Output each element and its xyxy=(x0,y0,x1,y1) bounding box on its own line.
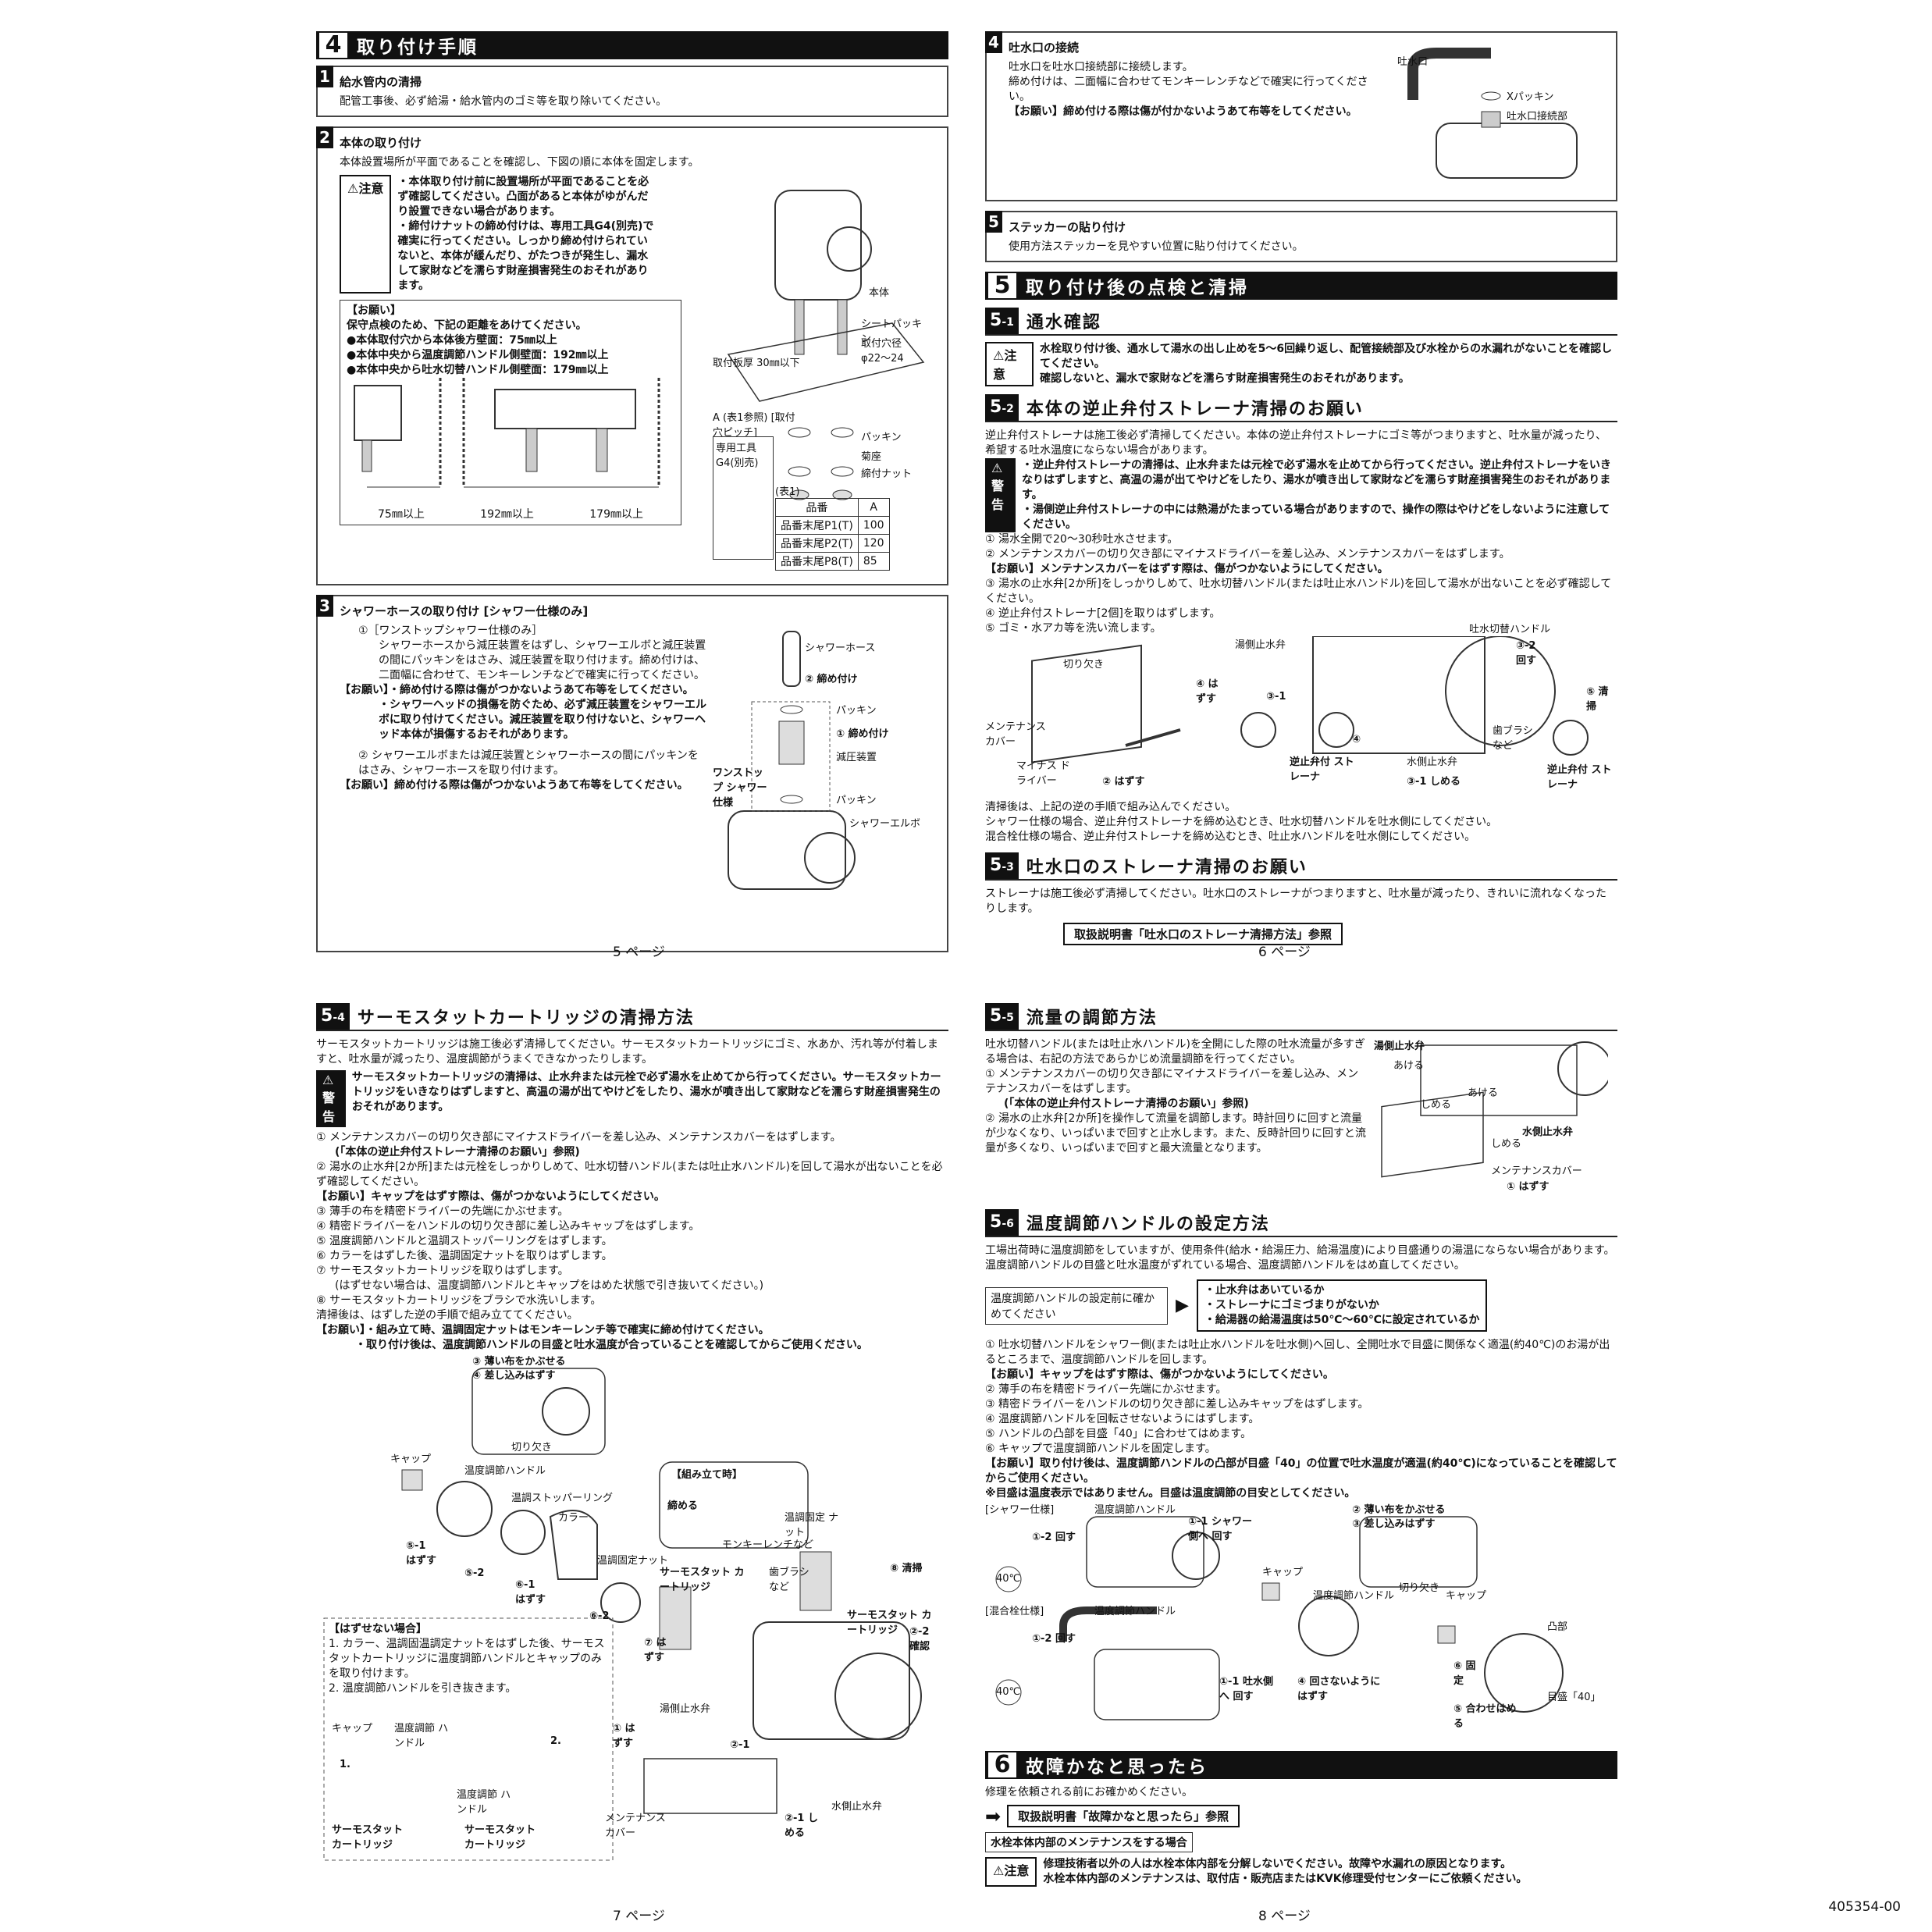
caution-badge: ⚠注意 xyxy=(340,175,392,294)
cannot-remove-box: 【はずせない場合】 1. カラー、温調固温調定ナットをはずした後、サーモスタット… xyxy=(329,1623,605,1695)
page-6: 4 吐水口の接続 吐水口を吐水口接続部に接続します。 締め付けは、二面幅に合わせ… xyxy=(985,31,1617,960)
temp-handle-diagram: [シャワー仕様] 温度調節ハンドル ①-2 回す ①-1 シャワー側へ 回す 4… xyxy=(985,1504,1601,1730)
step-4-box: 4 吐水口の接続 吐水口を吐水口接続部に接続します。 締め付けは、二面幅に合わせ… xyxy=(985,31,1617,201)
arrow-right-icon: ▶ xyxy=(1176,1296,1189,1315)
subsection-5-4: 5-4 サーモスタットカートリッジの清掃方法 xyxy=(316,1003,948,1031)
page-7: 5-4 サーモスタットカートリッジの清掃方法 サーモスタットカートリッジは施工後… xyxy=(316,995,948,1924)
subsection-5-3: 5-3 吐水口のストレーナ清掃のお願い xyxy=(985,852,1617,881)
tool-box: 専用工具 G4(別売) xyxy=(713,436,774,560)
subsection-5-6: 5-6 温度調節ハンドルの設定方法 xyxy=(985,1209,1617,1237)
pre-check-label: 温度調節ハンドルの設定前に確かめてください xyxy=(985,1286,1168,1325)
step-3-box: 3 シャワーホースの取り付け [シャワー仕様のみ] ①［ワンストップシャワー仕様… xyxy=(316,595,948,952)
request-box: 【お願い】 保守点検のため、下記の距離をあけてください。 ●本体取付穴から本体後… xyxy=(340,300,681,525)
section-5-header: 5 取り付け後の点検と清掃 xyxy=(985,272,1617,300)
page-number: 7 ページ xyxy=(613,1909,665,1924)
dim-75: 75㎜以上 xyxy=(378,508,425,521)
page-number: 5 ページ xyxy=(613,945,665,960)
warning-badge: ⚠警告 xyxy=(316,1070,346,1127)
check-list: ・止水弁はあいているか ・ストレーナにゴミづまりがないか ・給湯器の給湯温度は5… xyxy=(1196,1279,1488,1332)
page-5: 4 取り付け手順 1 給水管内の清掃 配管工事後、必ず給湯・給水管内のゴミ等を取… xyxy=(316,31,948,960)
spout-diagram: 吐水口 Xパッキン 吐水口接続部 xyxy=(1389,37,1585,186)
shower-hose-diagram: シャワーホース ② 締め付け パッキン ① 締め付け 減圧装置 ワンストップ シ… xyxy=(713,624,931,928)
step-5-box: 5 ステッカーの貼り付け 使用方法ステッカーを見やすい位置に貼り付けてください。 xyxy=(985,211,1617,262)
page-8: 5-5 流量の調節方法 吐水切替ハンドル(または吐止水ハンドル)を全開にした際の… xyxy=(985,995,1617,1924)
step-1-box: 1 給水管内の清掃 配管工事後、必ず給湯・給水管内のゴミ等を取り除いてください。 xyxy=(316,66,948,117)
dim-192: 192㎜以上 xyxy=(480,508,534,521)
warning-badge: ⚠警告 xyxy=(985,458,1016,532)
subsection-5-5: 5-5 流量の調節方法 xyxy=(985,1003,1617,1031)
manual-reference: 取扱説明書「故障かなと思ったら」参照 xyxy=(1007,1805,1240,1827)
page-number: 6 ページ xyxy=(1258,945,1311,960)
body-install-diagram: 取付板厚 30㎜以下 本体 シートパッキン 取付穴径 φ22〜24 A (表1参… xyxy=(713,175,931,581)
subsection-5-1: 5-1 通水確認 xyxy=(985,308,1617,336)
clearance-diagram xyxy=(354,378,660,488)
arrow-right-icon: ➡ xyxy=(985,1805,1002,1827)
strainer-diagram: 湯側止水弁 吐水切替ハンドル ③-2 回す 切り欠き ④ はずす ③-1 ⑤ 清… xyxy=(985,624,1612,791)
page-number: 8 ページ xyxy=(1258,1909,1311,1924)
caution-badge: ⚠注意 xyxy=(985,342,1034,386)
subsection-5-2: 5-2 本体の逆止弁付ストレーナ清掃のお願い xyxy=(985,394,1617,422)
maintenance-label: 水栓本体内部のメンテナンスをする場合 xyxy=(985,1832,1193,1852)
dim-179: 179㎜以上 xyxy=(589,508,643,521)
manual-reference: 取扱説明書「吐水口のストレーナ清掃方法」参照 xyxy=(1063,923,1343,945)
cartridge-diagram: ③ 薄い布をかぶせる ④ 差し込みはずす 切り欠き キャップ 温度調節ハンドル … xyxy=(316,1353,948,1868)
flow-adjust-diagram: 湯側止水弁 あける あける しめる しめる 水側止水弁 メンテナンスカバー ① … xyxy=(1374,1037,1608,1201)
caution-badge: ⚠注意 xyxy=(985,1857,1037,1887)
step-2-box: 2 本体の取り付け 本体設置場所が平面であることを確認し、下図の順に本体を固定し… xyxy=(316,126,948,585)
document-number: 405354-00 xyxy=(1828,1899,1901,1915)
section-6-header: 6 故障かなと思ったら xyxy=(985,1751,1617,1779)
section-4-header: 4 取り付け手順 xyxy=(316,31,948,59)
